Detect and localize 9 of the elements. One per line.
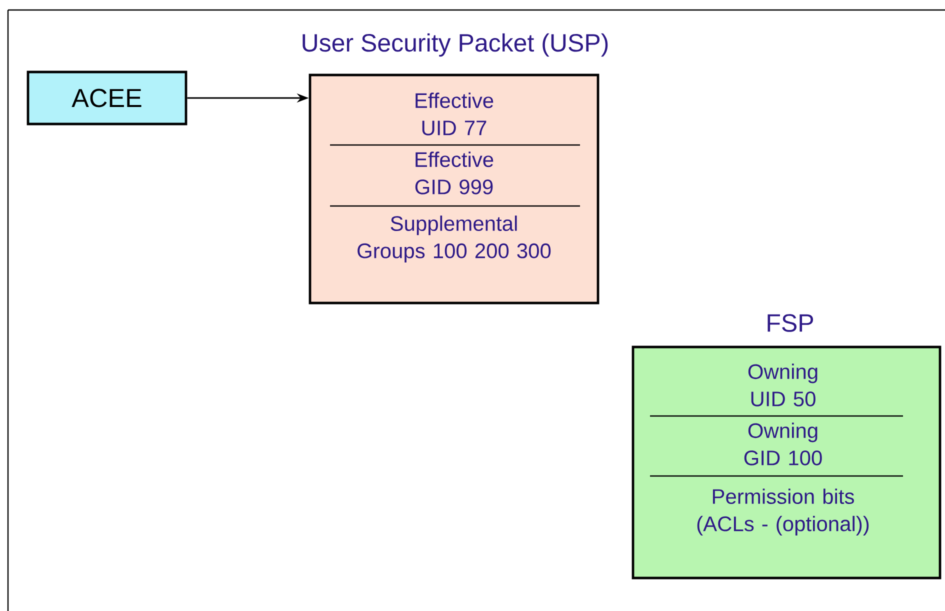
field-text: Effective GID 999 <box>415 152 494 194</box>
box-label: ACEE <box>72 88 142 108</box>
field-text: Supplemental Groups 100 200 300 <box>358 216 551 262</box>
field-text: Permission bits (ACLs - (optional)) <box>697 488 869 536</box>
box-title: User Security Packet (USP) <box>302 33 608 57</box>
field-text: Owning GID 100 <box>744 422 822 466</box>
field-text: Owning UID 50 <box>748 364 818 406</box>
box-title: FSP <box>768 314 814 332</box>
field-text: Effective UID 77 <box>416 92 494 136</box>
